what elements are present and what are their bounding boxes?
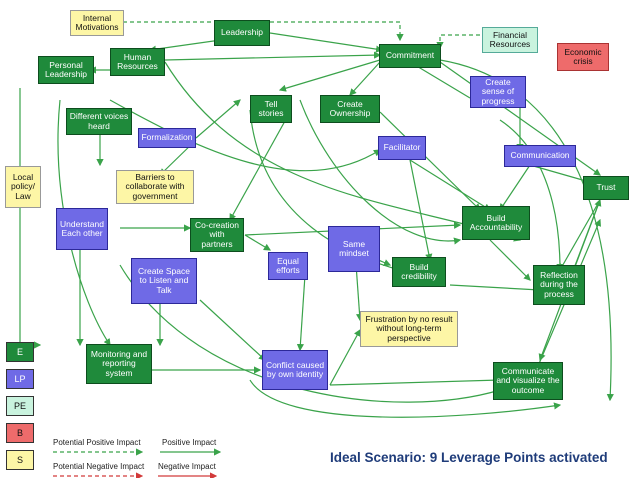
node-facilitator: Facilitator <box>378 136 426 160</box>
node-internal-motivations: Internal Motivations <box>70 10 124 36</box>
node-communication: Communication <box>504 145 576 167</box>
legend-swatch-lp: LP <box>6 369 34 389</box>
legend-swatch-e: E <box>6 342 34 362</box>
caption: Ideal Scenario: 9 Leverage Points activa… <box>330 450 608 465</box>
node-build-accountability: Build Accountability <box>462 206 530 240</box>
node-leadership: Leadership <box>214 20 270 46</box>
legend-swatch-pe: PE <box>6 396 34 416</box>
node-barriers-to-collaborate: Barriers to collaborate with government <box>116 170 194 204</box>
node-create-sense-of-progress: Create sense of progress <box>470 76 526 108</box>
node-formalization: Formalization <box>138 128 196 148</box>
legend-swatch-s: S <box>6 450 34 470</box>
node-understand-each-other: Understand Each other <box>56 208 108 250</box>
node-commitment: Commitment <box>379 44 441 68</box>
legend-potential-negative-label: Potential Negative Impact <box>53 462 145 471</box>
node-tell-stories: Tell stories <box>250 95 292 123</box>
node-reflection: Reflection during the process <box>533 265 585 305</box>
node-local-policy-law: Local policy/ Law <box>5 166 41 208</box>
node-monitoring: Monitoring and reporting system <box>86 344 152 384</box>
node-different-voices-heard: Different voices heard <box>66 108 132 135</box>
node-equal-efforts: Equal efforts <box>268 252 308 280</box>
node-human-resources: Human Resources <box>110 48 165 76</box>
node-same-mindset: Same mindset <box>328 226 380 272</box>
node-co-creation-with-partners: Co-creation with partners <box>190 218 244 252</box>
node-communicate-visualize: Communicate and visualize the outcome <box>493 362 563 400</box>
node-create-space: Create Space to Listen and Talk <box>131 258 197 304</box>
node-frustration: Frustration by no result without long-te… <box>360 311 458 347</box>
legend-potential-positive-label: Potential Positive Impact <box>53 438 141 447</box>
node-build-credibility: Build credibility <box>392 257 446 287</box>
legend-negative-label: Negative Impact <box>158 462 216 471</box>
node-conflict: Conflict caused by own identity <box>262 350 328 390</box>
node-financial-resources: Financial Resources <box>482 27 538 53</box>
node-trust: Trust <box>583 176 629 200</box>
node-personal-leadership: Personal Leadership <box>38 56 94 84</box>
legend-swatch-b: B <box>6 423 34 443</box>
node-create-ownership: Create Ownership <box>320 95 380 123</box>
node-economic-crisis: Economic crisis <box>557 43 609 71</box>
legend-positive-label: Positive Impact <box>162 438 217 447</box>
